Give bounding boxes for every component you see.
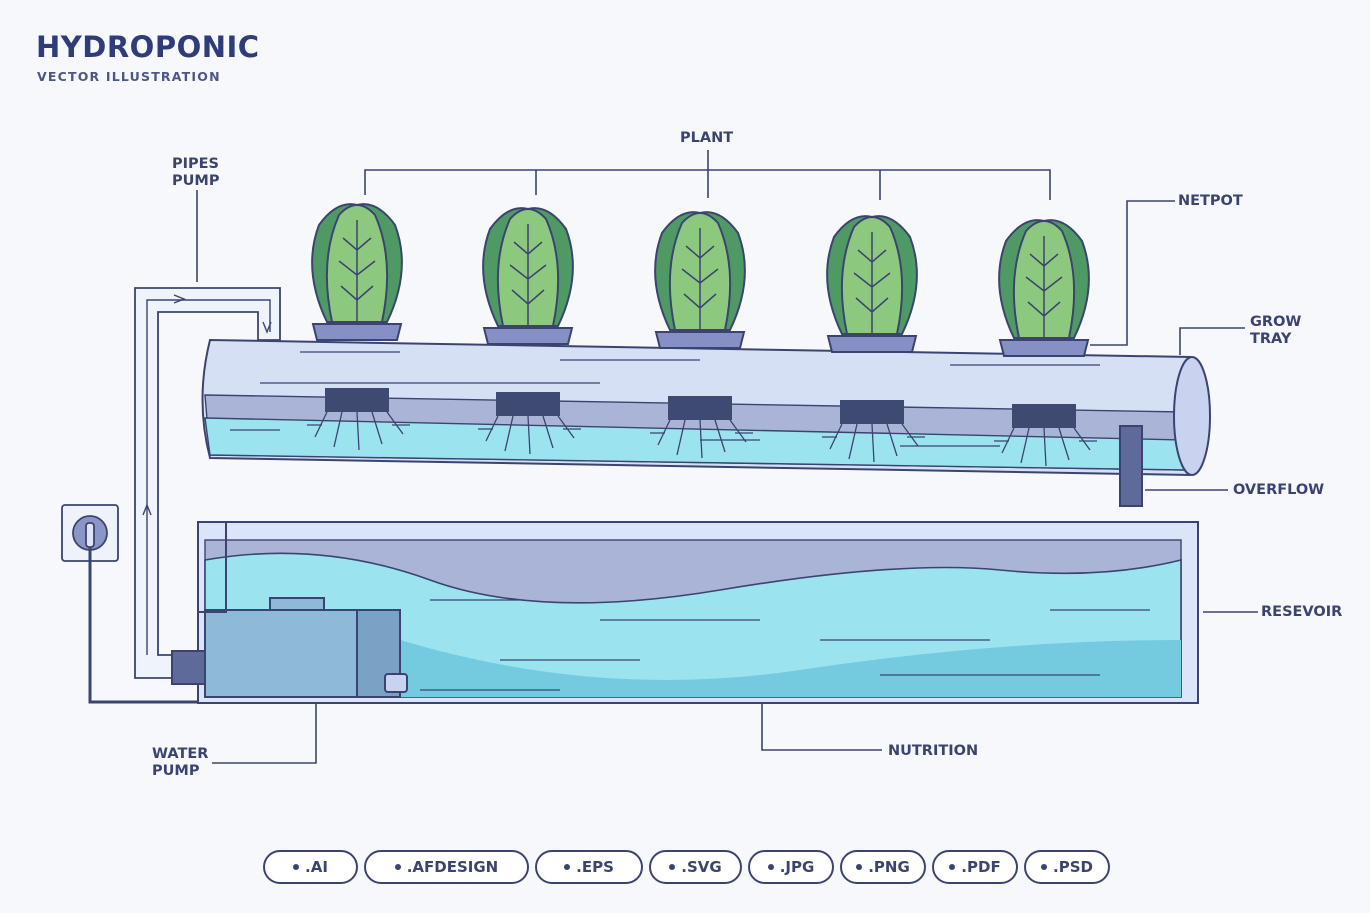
pump-pipe [134, 287, 281, 679]
format-label: .SVG [681, 858, 722, 876]
plants [307, 203, 1097, 467]
label-overflow: OVERFLOW [1233, 482, 1325, 498]
overflow-pipe [1119, 425, 1143, 507]
label-line: GROW [1250, 314, 1302, 330]
bullet-icon [394, 864, 401, 870]
format-label: .AFDESIGN [406, 858, 499, 876]
format-badge[interactable]: .PSD [1024, 850, 1110, 884]
format-label: .PSD [1053, 858, 1093, 876]
label-line: WATER [152, 746, 209, 762]
grow-tray-leader [1179, 327, 1245, 355]
bullet-icon [669, 864, 676, 870]
label-line: PUMP [172, 173, 220, 189]
plant-leader [364, 150, 1051, 200]
label-nutrition: NUTRITION [888, 743, 979, 759]
format-label: .PNG [868, 858, 910, 876]
plant [478, 207, 581, 455]
format-label: .EPS [576, 858, 614, 876]
format-list: .AI .AFDESIGN .EPS .SVG .JPG .PNG .PDF .… [263, 850, 1110, 884]
format-badge[interactable]: .PDF [932, 850, 1018, 884]
label-line: TRAY [1250, 331, 1292, 347]
water-pump [171, 521, 408, 698]
page-subtitle: VECTOR ILLUSTRATION [37, 69, 221, 84]
bullet-icon [564, 864, 571, 870]
netpot-leader [1090, 200, 1175, 346]
bullet-icon [856, 864, 863, 870]
label-resevoir: RESEVOIR [1261, 604, 1343, 620]
plant [994, 219, 1097, 467]
bullet-icon [293, 864, 300, 870]
format-label: .JPG [779, 858, 815, 876]
format-label: .AI [305, 858, 328, 876]
bullet-icon [767, 864, 774, 870]
plant [307, 203, 410, 451]
format-badge[interactable]: .SVG [649, 850, 742, 884]
power-socket-icon [61, 504, 198, 704]
bullet-icon [949, 864, 956, 870]
bullet-icon [1041, 864, 1048, 870]
format-badge[interactable]: .AFDESIGN [364, 850, 529, 884]
label-netpot: NETPOT [1178, 193, 1243, 209]
page-title: HYDROPONIC [36, 30, 260, 64]
format-label: .PDF [961, 858, 1001, 876]
label-plant: PLANT [680, 130, 734, 146]
label-line: PIPES [172, 156, 219, 172]
format-badge[interactable]: .EPS [535, 850, 643, 884]
reservoir [171, 521, 1199, 704]
plant [650, 211, 753, 459]
plant [822, 215, 925, 463]
label-line: PUMP [152, 763, 200, 779]
format-badge[interactable]: .JPG [748, 850, 834, 884]
format-badge[interactable]: .PNG [840, 850, 926, 884]
format-badge[interactable]: .AI [263, 850, 358, 884]
